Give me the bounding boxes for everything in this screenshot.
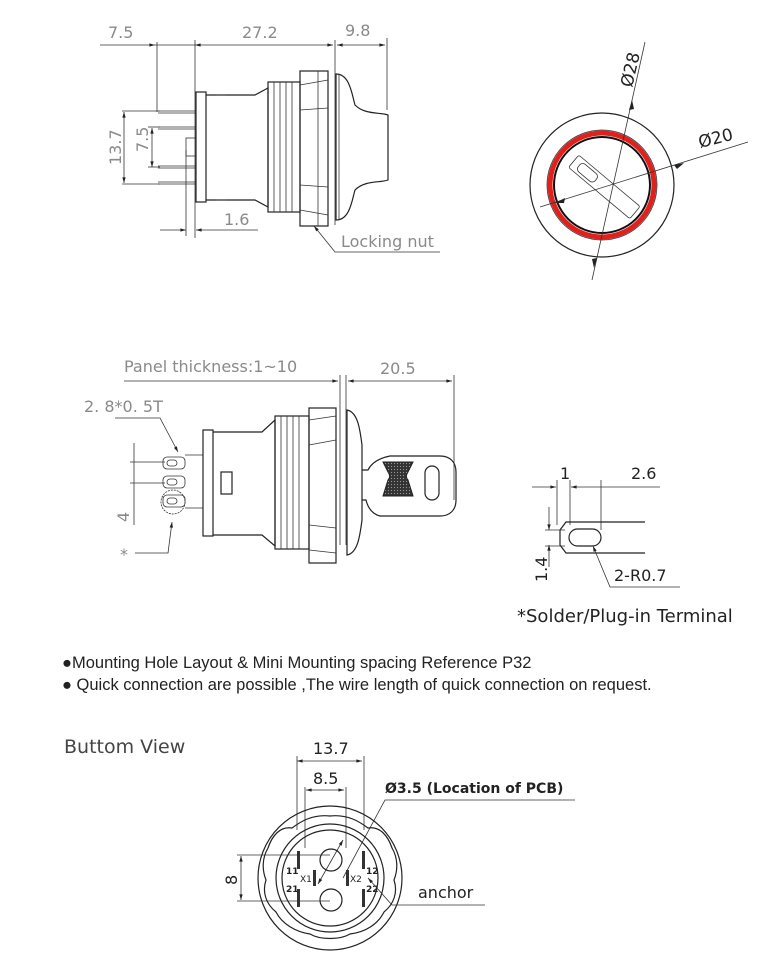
label-terminal-size: 2. 8*0. 5T — [84, 397, 163, 416]
dim-radius: 2-R0.7 — [614, 566, 667, 585]
dim-bottom-inner: 8.5 — [313, 769, 338, 788]
dim-key-protrusion: 20.5 — [380, 359, 416, 378]
bottom-view: 13.7 8.5 Ø3.5 (Location of PCB) 11 12 21… — [222, 739, 575, 951]
note-mounting-reference: ●Mounting Hole Layout & Mini Mounting sp… — [62, 654, 532, 672]
illumination-ring — [547, 130, 657, 240]
front-view: Ø28 Ø20 — [529, 41, 749, 281]
contact-x2: X2 — [350, 875, 362, 885]
pin-22: 22 — [366, 885, 379, 895]
bottom-view-title: Buttom View — [64, 736, 186, 758]
dim-inner-diameter: Ø20 — [696, 125, 735, 153]
terminal-marker: * — [120, 545, 128, 564]
dim-tip: 1 — [560, 464, 570, 483]
pin-21: 21 — [286, 885, 299, 895]
dim-body-length: 27.2 — [242, 23, 278, 42]
pin-11: 11 — [286, 867, 299, 877]
callout-locking-nut: Locking nut — [341, 232, 434, 251]
dim-pin-span-inner: 7.5 — [133, 127, 152, 152]
side-view: 7.5 27.2 9.8 13.7 7.5 — [100, 21, 440, 253]
dim-head-length: 9.8 — [345, 21, 370, 40]
dim-flange-gap: 1.6 — [224, 210, 249, 229]
dim-pin-length: 7.5 — [108, 23, 133, 42]
terminal-caption: *Solder/Plug-in Terminal — [517, 606, 733, 627]
anchor-label: anchor — [418, 883, 474, 902]
dim-slot: 2.6 — [631, 464, 656, 483]
dim-pin-span-outer: 13.7 — [106, 129, 125, 165]
hole-callout: Ø3.5 (Location of PCB) — [385, 781, 563, 797]
dim-height: 1.4 — [532, 557, 551, 582]
dim-terminal-pitch: 4 — [114, 512, 133, 522]
dim-outer-diameter: Ø28 — [617, 51, 644, 90]
pin-12: 12 — [366, 867, 379, 877]
note-quick-connection: ● Quick connection are possible ,The wir… — [62, 676, 652, 694]
label-panel-thickness: Panel thickness:1~10 — [124, 357, 297, 376]
key-side-view: Panel thickness:1~10 20.5 2. 8*0. 5T 4 * — [84, 357, 457, 564]
contact-x1: X1 — [300, 875, 312, 885]
terminal-detail: 1 2.6 1.4 2-R0.7 *Solder/Plug-in Termina… — [517, 464, 733, 627]
dim-bottom-vertical: 8 — [222, 875, 241, 885]
dim-bottom-outer: 13.7 — [313, 739, 349, 758]
